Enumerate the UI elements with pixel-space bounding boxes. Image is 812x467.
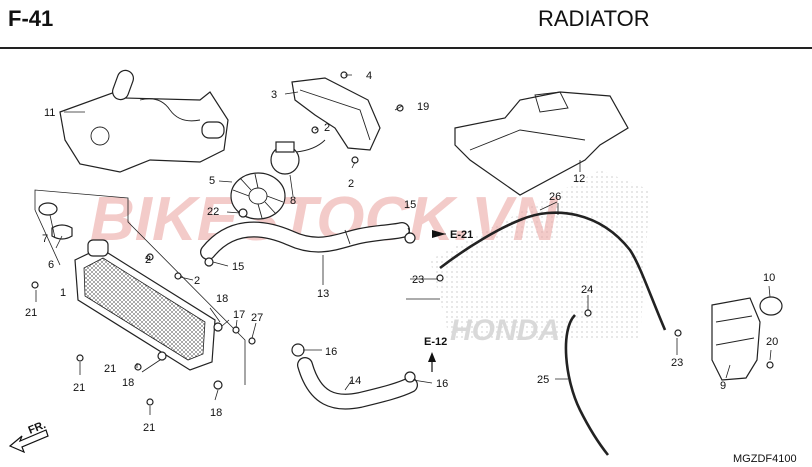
ref-e12: E-12 (424, 336, 447, 372)
radiator-cap (38, 202, 73, 240)
callout-12: 12 (573, 173, 585, 185)
callout-2c: 2 (324, 122, 330, 134)
callout-2b: 2 (194, 275, 200, 287)
callout-2a: 2 (145, 254, 151, 266)
page-title: RADIATOR (538, 6, 650, 31)
callout-7: 7 (42, 233, 48, 245)
fan-shroud (291, 77, 381, 151)
callout-21a: 21 (25, 307, 37, 319)
callout-9: 9 (720, 380, 726, 392)
callout-6: 6 (48, 259, 54, 271)
callout-16b: 16 (436, 378, 448, 390)
callout-21d: 21 (143, 422, 155, 434)
callout-15b: 15 (232, 261, 244, 273)
callout-1: 1 (60, 287, 66, 299)
ref-e12-label: E-12 (424, 336, 447, 348)
callout-23a: 23 (412, 274, 424, 286)
callout-20: 20 (766, 336, 778, 348)
callout-15a: 15 (404, 199, 416, 211)
ref-e21: E-21 (432, 229, 473, 241)
callout-21b: 21 (104, 363, 116, 375)
callout-24: 24 (581, 284, 593, 296)
lower-radiator-hose (291, 343, 418, 410)
reserve-tank (711, 296, 783, 381)
assembly-bracket (34, 189, 246, 385)
callout-19: 19 (417, 101, 429, 113)
cooling-fan (230, 172, 286, 220)
diagram-code: MGZDF4100 (733, 453, 797, 465)
callout-5: 5 (209, 175, 215, 187)
ref-e21-label: E-21 (450, 229, 473, 241)
callout-17: 17 (233, 309, 245, 321)
callout-3: 3 (271, 89, 277, 101)
callout-22: 22 (207, 206, 219, 218)
header-rule (0, 47, 812, 49)
honda-brand-text: HONDA (450, 314, 560, 347)
callout-4: 4 (366, 70, 372, 82)
callout-18c: 18 (210, 407, 222, 419)
callout-10: 10 (763, 272, 775, 284)
callout-8: 8 (290, 195, 296, 207)
callout-labels: 1 2 2 2 2 3 4 5 6 7 8 9 10 11 12 13 14 1… (25, 70, 778, 434)
callout-13: 13 (317, 288, 329, 300)
under-cover (454, 91, 629, 196)
front-direction-arrow: FR. (8, 419, 49, 454)
callout-14: 14 (349, 375, 361, 387)
watermark: BIKESTOCK.VN HONDA (90, 170, 650, 347)
callout-18b: 18 (122, 377, 134, 389)
fasteners (31, 71, 774, 406)
page-code: F-41 (8, 6, 54, 31)
siphon-tube (439, 211, 667, 331)
callout-25: 25 (537, 374, 549, 386)
callout-21c: 21 (73, 382, 85, 394)
callout-16a: 16 (325, 346, 337, 358)
callout-18a: 18 (216, 293, 228, 305)
callout-2d: 2 (348, 178, 354, 190)
overflow-tube (564, 314, 610, 456)
upper-radiator-hose (200, 221, 410, 260)
callout-26: 26 (549, 191, 561, 203)
callout-27: 27 (251, 312, 263, 324)
honda-wing-mark (430, 170, 650, 340)
callout-11: 11 (44, 107, 55, 119)
callout-23b: 23 (671, 357, 683, 369)
fan-motor (270, 139, 326, 175)
radiator-core (74, 239, 216, 371)
radiator-shroud-plate (59, 69, 229, 173)
